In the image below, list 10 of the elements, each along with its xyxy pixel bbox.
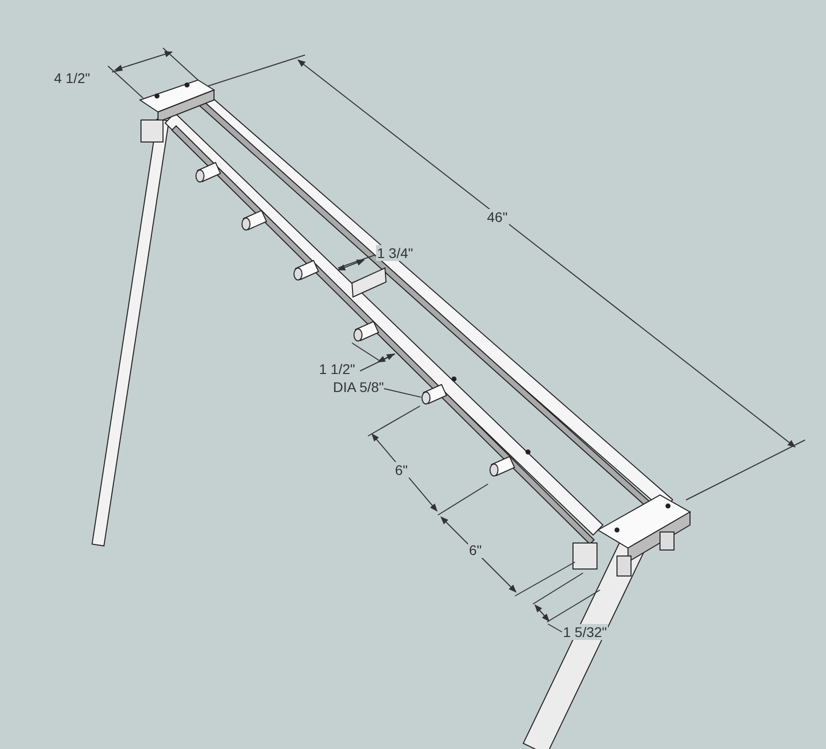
- dimension-label: 1 3/4": [376, 245, 414, 261]
- dimension-label: DIA 5/8": [333, 379, 384, 395]
- dimension-label: 6": [394, 462, 409, 478]
- leader-line: [384, 388, 422, 398]
- dimension-label: 1 5/32": [562, 624, 608, 640]
- dowel-peg: [420, 384, 450, 406]
- dimension-label: 1 1/2": [318, 361, 356, 377]
- dimension-label: 46": [486, 209, 509, 225]
- dimension-label: 6": [468, 542, 483, 558]
- dimension-label: 4 1/2": [53, 70, 92, 86]
